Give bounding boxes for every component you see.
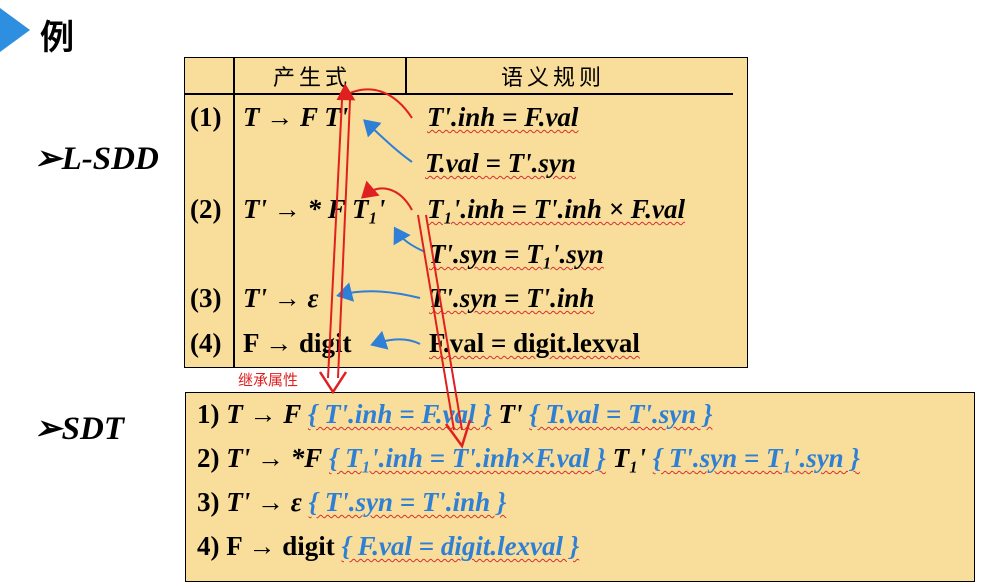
semantic-action: { T₁'.inh = T'.inh×F.val }	[329, 443, 606, 473]
row-number: (4)	[190, 328, 222, 358]
production-cell: T' → * F T₁'	[243, 194, 386, 224]
production-cell: T' → ε	[243, 283, 319, 313]
rule-cell: T₁'.inh = T'.inh × F.val	[427, 194, 686, 224]
semantic-action: { F.val = digit.lexval }	[341, 531, 580, 561]
inherited-attribute-note: 继承属性	[238, 371, 299, 389]
section-marker-icon	[0, 8, 30, 52]
red-arrow-icon	[360, 180, 413, 211]
semantic-action: { T.val = T'.syn }	[529, 399, 713, 429]
sdt-box: 1) T → F { T'.inh = F.val } T' { T.val =…	[185, 392, 975, 582]
blue-arrow-icon	[393, 226, 426, 253]
row-number: (2)	[190, 194, 222, 224]
blue-arrow-icon	[363, 119, 413, 163]
blue-arrow-icon	[336, 282, 421, 302]
sdt-line: 3) T' → ε { T'.syn = T'.inh }	[197, 487, 507, 517]
column-header-production: 产生式	[273, 66, 352, 91]
production-cell: T → F T'	[243, 102, 349, 132]
rule-cell: T'.inh = F.val	[427, 102, 579, 132]
sdt-line: 2) T' → *F { T₁'.inh = T'.inh×F.val } T₁…	[197, 443, 860, 473]
rule-cell: T'.syn = T₁'.syn	[429, 239, 604, 269]
semantic-action: { T'.syn = T'.inh }	[308, 487, 507, 517]
sdt-line: 4) F → digit { F.val = digit.lexval }	[197, 531, 580, 561]
rule-cell: T'.syn = T'.inh	[429, 283, 595, 313]
blue-arrow-icon	[370, 330, 421, 350]
lsdd-label: ➢L-SDD	[34, 141, 159, 177]
lsdd-table: 产生式 语义规则 (1) (2) (3) (4) T → F T' T' → *…	[184, 57, 748, 368]
sdt-label: ➢SDT	[34, 411, 124, 447]
red-arrow-icon	[336, 83, 413, 119]
red-down-arrow-icon	[417, 214, 472, 449]
row-number: (3)	[190, 283, 222, 313]
row-number: (1)	[190, 102, 222, 132]
semantic-action: { T'.syn = T₁'.syn }	[652, 443, 860, 473]
page-title: 例	[40, 18, 74, 58]
column-header-semantic-rule: 语义规则	[501, 66, 606, 91]
rule-cell: F.val = digit.lexval	[429, 328, 640, 358]
red-down-arrow-icon	[318, 99, 351, 395]
production-cell: F → digit	[243, 328, 352, 358]
rule-cell: T.val = T'.syn	[425, 148, 576, 178]
